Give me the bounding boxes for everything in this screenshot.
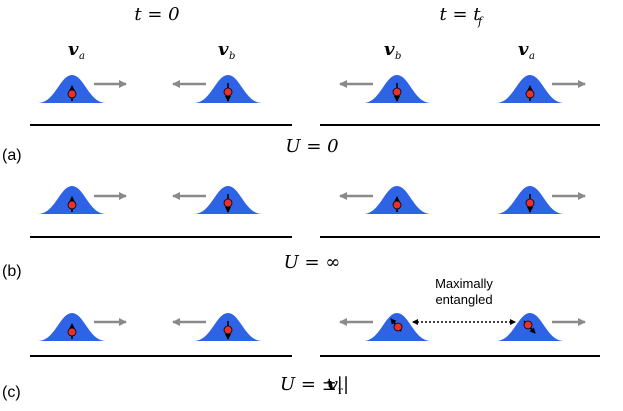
particle <box>393 322 403 332</box>
vb-subscript: b <box>395 51 401 62</box>
velocity-label-va-right: v a <box>518 39 535 62</box>
panel-c: Maximally entangled (c) U = ±| v r | <box>2 276 600 401</box>
wavepacket-a-right-2 <box>496 75 564 103</box>
va-symbol: v <box>518 39 529 60</box>
velocity-label-vb-right: v b <box>384 39 401 62</box>
time-label-initial: t = 0 <box>134 4 179 25</box>
wavepacket-c-right-2 <box>496 313 564 341</box>
velocity-label-va-left: v a <box>68 39 85 62</box>
particle <box>523 320 533 330</box>
panel-label-c: (c) <box>2 384 21 401</box>
wavepacket-a-right-1 <box>363 75 431 103</box>
wavepacket-a-left-1 <box>38 75 106 103</box>
condition-suffix: | <box>343 374 349 395</box>
panel-a: (a) U = 0 <box>2 75 600 164</box>
wavepacket-b-left-1 <box>38 186 106 214</box>
va-subscript: a <box>529 51 535 62</box>
particle <box>67 327 77 337</box>
panel-label-b: (b) <box>2 263 22 280</box>
wavepacket-c-left-2 <box>194 313 262 341</box>
particle <box>223 198 233 208</box>
particle <box>223 87 233 97</box>
particle <box>525 89 535 99</box>
annotation-line-2: entangled <box>435 292 492 307</box>
vb-subscript: b <box>229 51 235 62</box>
wavepacket-b-left-2 <box>194 186 262 214</box>
wavepacket-a-left-2 <box>194 75 262 103</box>
va-subscript: a <box>79 51 85 62</box>
wavepacket-c-right-1 <box>363 313 431 341</box>
wavepacket-b-right-1 <box>363 186 431 214</box>
condition-prefix: U = ±| <box>280 374 343 395</box>
condition-v: v <box>327 374 338 395</box>
vb-symbol: v <box>218 39 229 60</box>
particle <box>392 200 402 210</box>
wavepacket-b-right-2 <box>496 186 564 214</box>
time-label-final: t = t f <box>440 4 485 28</box>
interaction-condition-b: U = ∞ <box>284 252 341 273</box>
particle <box>223 325 233 335</box>
interaction-condition-c: U = ±| v r | <box>280 374 349 397</box>
condition-subscript: r <box>338 386 343 397</box>
particle <box>392 87 402 97</box>
time-label-final-main: t = t <box>440 4 482 25</box>
time-label-final-sub: f <box>477 15 484 28</box>
velocity-label-vb-left: v b <box>218 39 235 62</box>
vb-symbol: v <box>384 39 395 60</box>
entanglement-annotation: Maximally entangled <box>435 276 493 307</box>
panel-label-a: (a) <box>2 147 22 164</box>
particle <box>67 89 77 99</box>
particle <box>525 198 535 208</box>
particle <box>67 200 77 210</box>
wavepacket-c-left-1 <box>38 313 106 341</box>
interaction-condition-a: U = 0 <box>285 136 338 157</box>
va-symbol: v <box>68 39 79 60</box>
panel-b: (b) U = ∞ <box>2 186 600 280</box>
annotation-line-1: Maximally <box>435 276 493 291</box>
